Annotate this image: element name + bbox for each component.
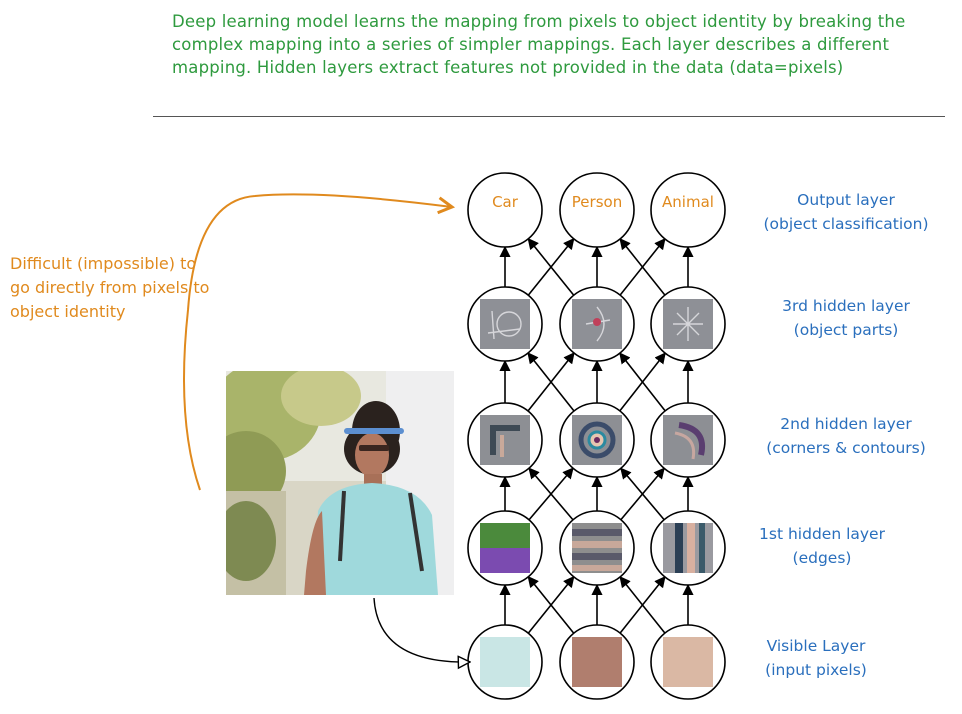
- feature-stroke: [487, 310, 521, 340]
- feature-thumbnail: [572, 565, 622, 571]
- feature-thumbnail: [480, 299, 530, 349]
- node-layer2-0: [467, 402, 543, 478]
- input-pixel-swatch: [480, 637, 530, 687]
- output-node-label-1: Person: [572, 193, 622, 211]
- node-layer4-0: [467, 624, 543, 700]
- side-note: Difficult (impossible) to go directly fr…: [10, 254, 210, 321]
- node-circle: [467, 172, 543, 248]
- node-layer1-2: [650, 286, 726, 362]
- edge-arrow: [527, 237, 575, 296]
- node-layer4-2: [650, 624, 726, 700]
- feature-stroke: [594, 437, 600, 443]
- input-pixel-swatch: [572, 637, 622, 687]
- input-pixel-swatch: [663, 637, 713, 687]
- feature-stroke: [490, 425, 496, 455]
- feature-stroke: [490, 425, 520, 431]
- node-layer2-2: [650, 402, 726, 478]
- feature-thumbnail: [572, 553, 622, 560]
- edge-arrow: [527, 575, 575, 634]
- node-layer4-1: [559, 624, 635, 700]
- feature-stroke: [673, 307, 703, 341]
- feature-thumbnail: [675, 523, 683, 573]
- feature-stroke: [678, 422, 705, 456]
- divider: [153, 116, 945, 117]
- label-hidden-layer-2: 2nd hidden layer(corners & contours): [766, 415, 926, 457]
- label-visible-layer: Visible Layer(input pixels): [765, 637, 867, 679]
- feature-stroke: [500, 435, 504, 457]
- feature-thumbnail: [480, 415, 530, 465]
- edge-arrow: [527, 352, 575, 412]
- intro-text: Deep learning model learns the mapping f…: [172, 12, 906, 77]
- edge-arrow: [619, 352, 666, 412]
- feature-thumbnail: [572, 529, 622, 536]
- photo-to-input-arrow: [373, 597, 470, 662]
- label-hidden-layer-3: 3rd hidden layer(object parts): [782, 297, 910, 339]
- feature-stroke: [593, 318, 601, 326]
- feature-thumbnail: [699, 523, 705, 573]
- output-node-label-0: Car: [492, 193, 519, 211]
- feature-stroke: [496, 311, 522, 337]
- node-layer1-0: [467, 286, 543, 362]
- input-photo: [226, 371, 454, 595]
- node-layer2-1: [559, 402, 635, 478]
- feature-stroke: [578, 421, 616, 459]
- edge-arrow: [620, 467, 665, 521]
- node-layer3-1: [559, 510, 635, 586]
- node-layer3-0: [467, 510, 543, 586]
- connection-arrows: [499, 237, 694, 634]
- node-layer0-2: Animal: [650, 172, 726, 248]
- feature-thumbnail: [480, 548, 530, 573]
- feature-thumbnail: [687, 523, 695, 573]
- feature-thumbnail: [572, 541, 622, 548]
- node-circle: [650, 172, 726, 248]
- node-layer0-0: Car: [467, 172, 543, 248]
- edge-arrow: [528, 467, 574, 521]
- annotation-arrow: [183, 193, 452, 491]
- edge-arrow: [619, 238, 666, 296]
- network-nodes: Car Person Animal: [467, 172, 726, 700]
- node-layer0-1: Person: [559, 172, 635, 248]
- feature-stroke: [674, 431, 696, 460]
- edge-arrow: [619, 576, 666, 634]
- node-layer1-1: [559, 286, 635, 362]
- label-output-layer: Output layer(object classification): [763, 191, 929, 233]
- label-hidden-layer-1: 1st hidden layer(edges): [759, 525, 885, 567]
- node-layer3-2: [650, 510, 726, 586]
- output-node-label-2: Animal: [662, 193, 714, 211]
- node-circle: [559, 172, 635, 248]
